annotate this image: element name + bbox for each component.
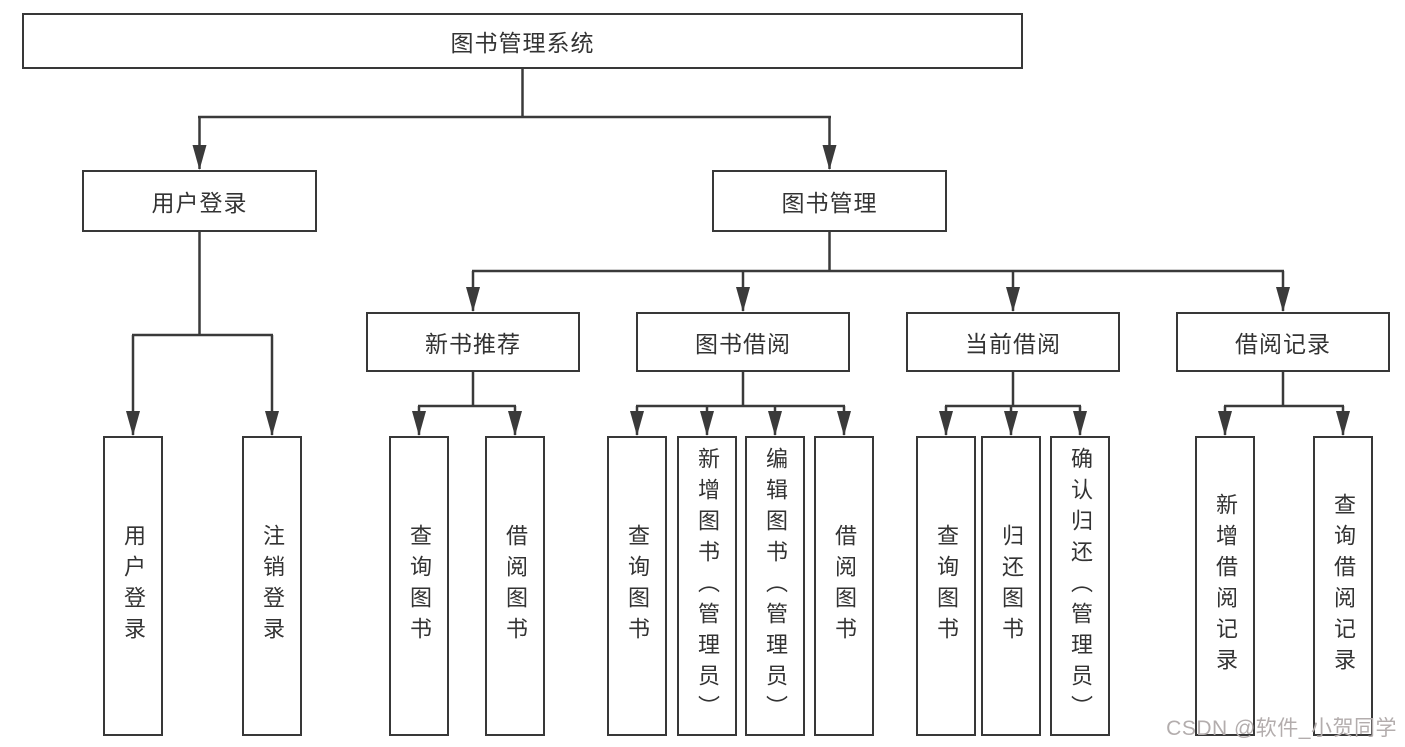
node-current-borrow: 当前借阅: [906, 312, 1120, 372]
leaf-current-return-books: 归还图书: [981, 436, 1041, 736]
leaf-records-query-record: 查询借阅记录: [1313, 436, 1373, 736]
leaf-borrow-borrow-books: 借阅图书: [814, 436, 874, 736]
node-book-borrow: 图书借阅: [636, 312, 850, 372]
leaf-current-query-books: 查询图书: [916, 436, 976, 736]
leaf-borrow-query-books: 查询图书: [607, 436, 667, 736]
watermark-text: CSDN @软件_小贺同学: [1166, 717, 1397, 740]
leaf-newbook-borrow-books: 借阅图书: [485, 436, 545, 736]
leaf-borrow-add-books-admin: 新增图书（管理员）: [677, 436, 737, 736]
node-book-management: 图书管理: [712, 170, 947, 232]
leaf-records-add-record: 新增借阅记录: [1195, 436, 1255, 736]
node-system-root: 图书管理系统: [22, 13, 1023, 69]
leaf-borrow-edit-books-admin: 编辑图书（管理员）: [745, 436, 805, 736]
node-user-login: 用户登录: [82, 170, 317, 232]
leaf-newbook-query-books: 查询图书: [389, 436, 449, 736]
node-new-book-recommend: 新书推荐: [366, 312, 580, 372]
leaf-logout: 注销登录: [242, 436, 302, 736]
node-borrow-records: 借阅记录: [1176, 312, 1390, 372]
leaf-user-login: 用户登录: [103, 436, 163, 736]
leaf-current-confirm-return-admin: 确认归还（管理员）: [1050, 436, 1110, 736]
